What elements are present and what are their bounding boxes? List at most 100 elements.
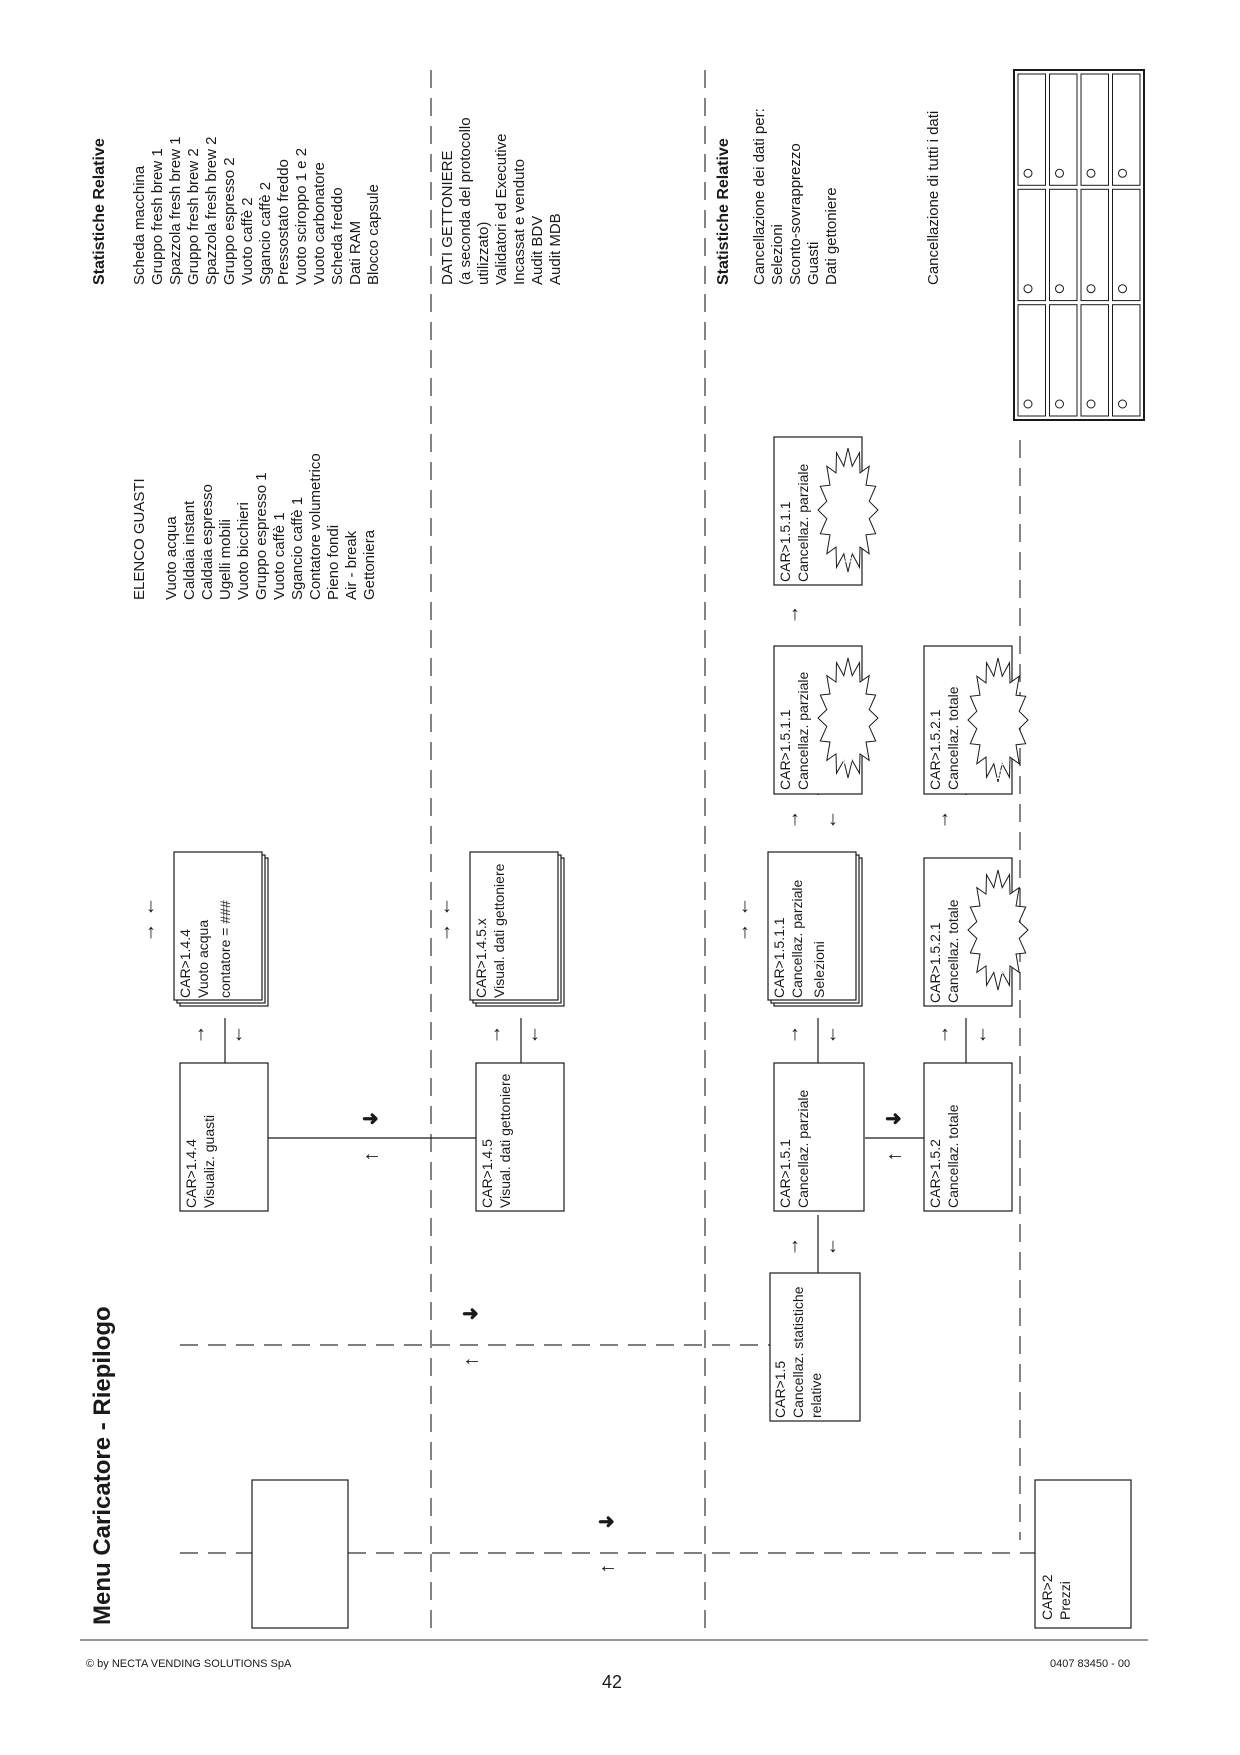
list-item: Gruppo fresh brew 2 <box>185 148 202 285</box>
svg-text:DATI GETTONIERE(a seconda del: DATI GETTONIERE(a seconda del protocollo… <box>439 117 564 285</box>
list-item: Audit MDB <box>547 213 564 285</box>
list-item: Gruppo espresso 1 <box>253 472 270 600</box>
keypad-key <box>1017 304 1046 417</box>
list-item: Dati gettoniere <box>823 187 840 285</box>
arrow-right-icon: ➜ <box>598 1511 615 1533</box>
list-item: Caldaia instant <box>181 500 198 600</box>
keypad-key <box>1080 188 1109 302</box>
svg-text:CAR>1.4.4 Vuoto acqua: CAR>1.4.4 Vuoto acqua contatore = ### <box>177 900 233 998</box>
page-number: 42 <box>602 1672 623 1692</box>
svg-text:Scheda macchinaGruppo fresh br: Scheda macchinaGruppo fresh brew 1Spazzo… <box>131 137 382 285</box>
car144-box[interactable]: CAR>1.4.4 Visualiz. guasti <box>179 1062 269 1212</box>
list-item: Gettoniera <box>361 529 378 600</box>
svg-text:CAR>1.4.4 Visualiz. gua: CAR>1.4.4 Visualiz. guasti <box>183 1115 217 1208</box>
arrow-down-icon: ↓ <box>234 1023 244 1045</box>
svg-text:In esecuzione: In esecuzione <box>841 486 855 563</box>
keypad-led-icon <box>1023 168 1033 178</box>
burst-confermi-1511: Confermi? <box>817 657 879 779</box>
list-item: Selezioni <box>769 224 786 285</box>
car145-box[interactable]: CAR>1.4.5 Visual. dati gettoniere <box>475 1062 565 1212</box>
list-item: Contatore volumetrico <box>307 453 324 600</box>
svg-text:CAR>1.5.2.1 Cancellaz. t: CAR>1.5.2.1 Cancellaz. totale <box>927 686 961 790</box>
car15-box[interactable]: CAR>1.5 Cancellaz. statistiche relative <box>769 1272 861 1422</box>
svg-text:ELENCO GUASTI: ELENCO GUASTI <box>131 478 148 600</box>
arrow-up-icon: ↑ <box>442 921 452 943</box>
arrow-up-icon: ↑ <box>940 808 950 830</box>
guasti-list: ELENCO GUASTI Vuoto acquaCaldaia instant… <box>131 453 378 600</box>
car2-box[interactable] <box>251 1479 349 1629</box>
car1444-stack[interactable]: CAR>1.4.4 Vuoto acqua contatore = ### <box>173 851 269 1007</box>
car151-box[interactable]: CAR>1.5.1 Cancellaz. parziale <box>773 1062 865 1212</box>
arrow-down-icon: ↓ <box>978 1023 988 1045</box>
footer-right: 0407 83450 - 00 <box>1050 1658 1131 1670</box>
list-item: Vuoto sciroppo 1 e 2 <box>293 148 310 285</box>
arrow-right-icon: ➜ <box>362 1108 379 1130</box>
svg-text:CAR>1.4.5 Visual. dati g: CAR>1.4.5 Visual. dati gettoniere <box>479 1073 513 1208</box>
arrow-up-icon: ↑ <box>492 1023 502 1045</box>
svg-text:CAR>1.5.1.1 Cancellaz. p: CAR>1.5.1.1 Cancellaz. parziale Selezion… <box>771 876 827 998</box>
arrow-down-icon: ↓ <box>828 808 838 830</box>
list-item: (a seconda del protocollo <box>457 117 474 285</box>
arrow-down-icon: ↓ <box>828 1235 838 1257</box>
svg-text:Confermi?: Confermi? <box>993 917 1007 975</box>
arrow-up-icon: ↑ <box>196 1023 206 1045</box>
svg-text:Confermi?: Confermi? <box>841 707 855 765</box>
list-item: Vuoto bicchieri <box>235 502 252 600</box>
keypad-led-icon <box>1055 284 1064 294</box>
keypad-led-icon <box>1055 399 1064 409</box>
keypad-key <box>1112 188 1141 302</box>
keypad-led-icon <box>1118 168 1127 178</box>
list-item: Incassat e venduto <box>511 159 528 285</box>
svg-text:Statistiche Relative: Statistiche Relative <box>715 138 732 285</box>
list-item: Caldaia espresso <box>199 484 216 600</box>
keypad-key <box>1049 73 1078 186</box>
keypad-led-icon <box>1086 284 1096 294</box>
list-item: Sconto-sovrapprezzo <box>787 143 804 285</box>
keypad-key <box>1080 304 1109 417</box>
list-item: Spazzola fresh brew 1 <box>167 137 184 285</box>
svg-text:CAR>1.5.1.1 Cancellaz. p: CAR>1.5.1.1 Cancellaz. parziale <box>777 672 811 790</box>
list-item: Audit BDV <box>529 216 546 285</box>
arrow-down-icon: ↓ <box>530 1023 540 1045</box>
list-item: Vuoto carbonatore <box>311 162 328 285</box>
svg-text:CAR>1.5.2.1 Cancellaz. t: CAR>1.5.2.1 Cancellaz. totale <box>927 899 961 1003</box>
svg-text:Cancellazione dei dati per:Sel: Cancellazione dei dati per:SelezioniScon… <box>751 108 840 285</box>
list-item: Pressostato freddo <box>275 159 292 285</box>
svg-text:Vuoto acquaCaldaia instantCald: Vuoto acquaCaldaia instantCaldaia espres… <box>163 453 378 600</box>
arrow-up-icon: ↑ <box>740 921 750 943</box>
list-item: Validatori ed Executive <box>493 134 510 285</box>
car1511-stack[interactable]: CAR>1.5.1.1 Cancellaz. parziale Selezion… <box>767 851 863 1007</box>
gettoniere-list: DATI GETTONIERE(a seconda del protocollo… <box>439 117 564 285</box>
burst-esecuzione-1521: In esecuzione <box>967 657 1029 783</box>
keypad-led-icon <box>1086 168 1096 178</box>
page-title: Menu Caricatore - Riepilogo <box>89 1306 116 1625</box>
arrow-left-icon: ← <box>462 1348 482 1370</box>
arrow-left-icon: ← <box>598 1555 618 1577</box>
car145x-stack[interactable]: CAR>1.4.5.x Visual. dati gettoniere <box>469 851 565 1007</box>
arrow-up-icon: ↑ <box>790 1023 800 1045</box>
list-item: Dati RAM <box>347 221 364 285</box>
keypad-led-icon <box>1118 399 1127 409</box>
list-item: Scheda macchina <box>131 165 148 285</box>
car152-box[interactable]: CAR>1.5.2 Cancellaz. totale <box>923 1062 1013 1212</box>
list-item: Vuoto caffè 2 <box>239 197 256 285</box>
list-item: utilizzato) <box>475 222 492 285</box>
svg-text:CAR>1.5.1 Cancellaz. par: CAR>1.5.1 Cancellaz. parziale <box>777 1090 811 1208</box>
keypad-led-icon <box>1055 168 1064 178</box>
list-item: Gruppo espresso 2 <box>221 157 238 285</box>
statistiche-list: Statistiche Relative Scheda macchinaGrup… <box>91 137 382 285</box>
arrow-up-icon: ↑ <box>146 921 156 943</box>
arrow-down-icon: ↓ <box>442 895 452 917</box>
keypad-key <box>1017 188 1046 302</box>
keypad-key <box>1112 73 1141 186</box>
footer-left: © by NECTA VENDING SOLUTIONS SpA <box>86 1658 292 1670</box>
list-item: Ugelli mobili <box>217 519 234 600</box>
keypad-led-icon <box>1086 399 1096 409</box>
arrow-left-icon: ← <box>362 1143 382 1165</box>
list-item: Vuoto caffè 1 <box>271 512 288 600</box>
keypad-key <box>1049 188 1078 302</box>
keypad-illustration <box>1013 69 1145 421</box>
keypad-led-icon <box>1023 284 1033 294</box>
arrow-up-icon: ↑ <box>940 1023 950 1045</box>
